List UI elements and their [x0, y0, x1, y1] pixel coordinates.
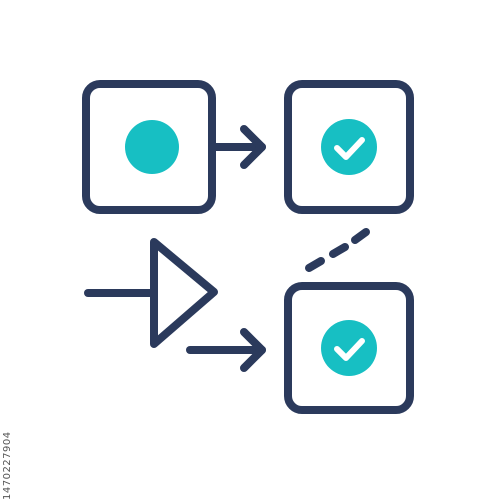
- checkmark-icon: [334, 338, 365, 361]
- check-circle-icon: [321, 119, 377, 175]
- done-node-top: [284, 80, 414, 214]
- check-circle-icon: [321, 320, 377, 376]
- start-node: [82, 80, 216, 214]
- top-arrow-icon: [208, 125, 266, 169]
- done-node-bottom-frame: [284, 282, 414, 414]
- done-node-top-frame: [284, 80, 414, 214]
- dashed-connector: [305, 228, 370, 272]
- checkmark-icon: [334, 137, 365, 160]
- stock-id-watermark: 1470227904: [2, 431, 13, 500]
- start-node-dot-icon: [125, 120, 179, 174]
- done-node-bottom: [284, 282, 414, 414]
- bottom-arrow-icon: [186, 328, 266, 372]
- play-arrow-icon: [84, 238, 218, 348]
